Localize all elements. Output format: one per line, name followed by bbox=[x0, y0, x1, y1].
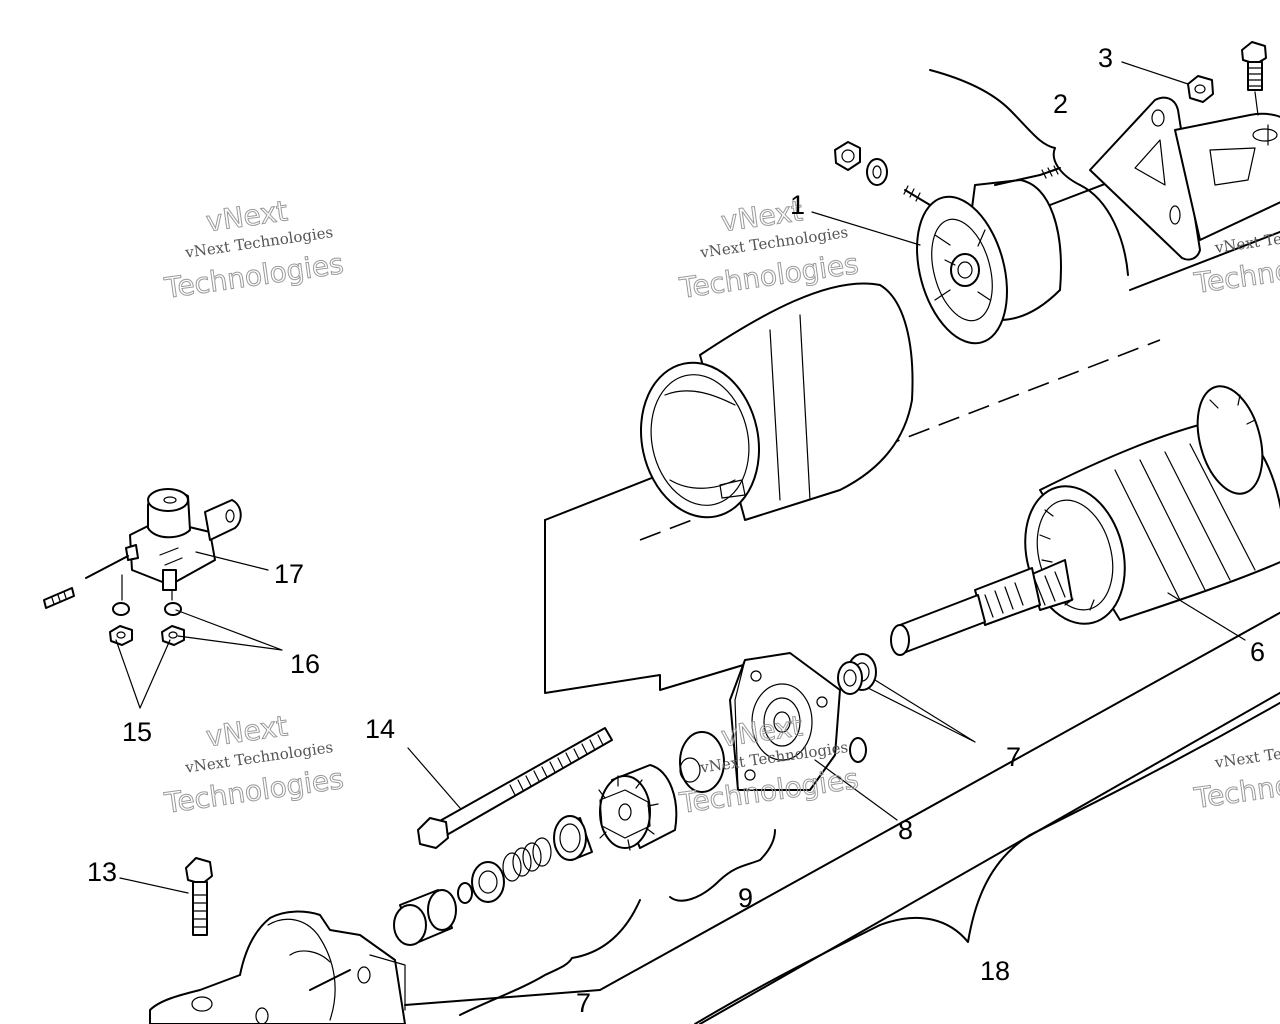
part-frame-housing bbox=[639, 282, 914, 521]
callout-15: 15 bbox=[122, 717, 152, 747]
callout-7-drive-kit: 7 bbox=[576, 988, 591, 1018]
callout-13: 13 bbox=[87, 857, 117, 887]
part-mounting-bolt bbox=[185, 857, 213, 936]
callout-7-washers: 7 bbox=[1006, 742, 1021, 772]
callout-8: 8 bbox=[898, 815, 913, 845]
part-solenoid bbox=[43, 488, 242, 609]
callout-3: 3 bbox=[1098, 43, 1113, 73]
callout-16: 16 bbox=[290, 649, 320, 679]
part-through-bolt bbox=[417, 727, 613, 849]
callout-17: 17 bbox=[274, 559, 304, 589]
part-drive-end-plate bbox=[729, 652, 867, 791]
callout-14: 14 bbox=[365, 714, 395, 744]
watermark-line: vNext Technologies bbox=[1213, 733, 1280, 772]
callout-labels: 3 2 1 6 7 8 9 7 18 14 13 17 16 15 bbox=[87, 43, 1265, 1018]
callout-1: 1 bbox=[790, 190, 805, 220]
leader-lines bbox=[115, 61, 1246, 894]
part-end-cap bbox=[834, 141, 1062, 345]
part-solenoid-hardware bbox=[109, 602, 185, 646]
part-drive-pinion bbox=[598, 731, 725, 851]
part-mount-bracket bbox=[1089, 96, 1280, 261]
part-nose-housing bbox=[149, 910, 406, 1024]
part-armature bbox=[890, 385, 1280, 656]
part-drive-spring-stack bbox=[393, 815, 593, 946]
callout-9: 9 bbox=[738, 883, 753, 913]
callout-18: 18 bbox=[980, 956, 1010, 986]
callout-6: 6 bbox=[1250, 637, 1265, 667]
part-top-nut-bolt bbox=[1187, 41, 1269, 146]
watermark-group-left-top: vNext vNext Technologies Technologies bbox=[161, 194, 346, 306]
watermark-group-right-bottom: vNext Technologies Technologies bbox=[1191, 733, 1280, 815]
watermark-group-left-bottom: vNext vNext Technologies Technologies bbox=[161, 709, 346, 821]
callout-2: 2 bbox=[1053, 89, 1068, 119]
part-thrust-washers bbox=[837, 653, 877, 695]
